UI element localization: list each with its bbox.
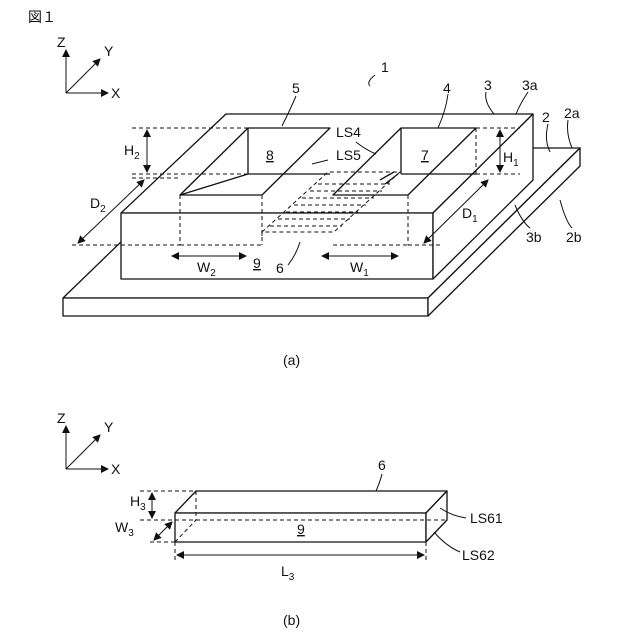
ref-device: 1	[381, 59, 389, 75]
dim-h2-label: H2	[124, 142, 140, 162]
ref-ls62: LS62	[462, 547, 495, 563]
axis-z-label-b: Z	[57, 410, 66, 426]
ref-substrate: 2	[542, 109, 550, 125]
element-face-label-b: 9	[297, 521, 305, 537]
ref-substrate-bottom: 2b	[566, 229, 582, 245]
element-face-label-a: 9	[253, 255, 261, 271]
ref-ls61: LS61	[470, 510, 503, 526]
right-cavity-face-label: 7	[421, 147, 429, 163]
ref-block-top: 3a	[522, 77, 538, 93]
axis-x-label: X	[111, 85, 121, 101]
ref-light-source-a: 6	[276, 260, 284, 276]
emitter-bar	[175, 491, 447, 542]
axis-z-label: Z	[57, 34, 66, 50]
axis-triad-b: Z Y X	[57, 410, 121, 477]
dim-d2-label: D2	[90, 195, 106, 215]
ref-recess-right: 4	[443, 80, 451, 96]
figure-title: 図１	[28, 9, 56, 25]
ref-ls4: LS4	[336, 124, 361, 140]
ref-substrate-top: 2a	[564, 105, 580, 121]
caption-b: (b)	[283, 612, 300, 628]
dim-w3-label: W3	[115, 519, 134, 539]
caption-a: (a)	[283, 352, 300, 368]
axis-x-label-b: X	[111, 461, 121, 477]
ref-element-b: 6	[378, 457, 386, 473]
dim-h3-label: H3	[130, 493, 146, 513]
axis-triad-a: Z Y X	[57, 34, 121, 101]
axis-y-label: Y	[104, 43, 114, 59]
dim-l3: L3	[175, 542, 426, 583]
left-cavity-face-label: 8	[266, 147, 274, 163]
dim-l3-label: L3	[281, 563, 295, 583]
ref-recess-left: 5	[292, 80, 300, 96]
ref-block-bottom: 3b	[526, 229, 542, 245]
ref-block: 3	[484, 77, 492, 93]
axis-y-label-b: Y	[104, 419, 114, 435]
dim-w3: W3	[115, 519, 175, 542]
ref-ls5: LS5	[336, 147, 361, 163]
